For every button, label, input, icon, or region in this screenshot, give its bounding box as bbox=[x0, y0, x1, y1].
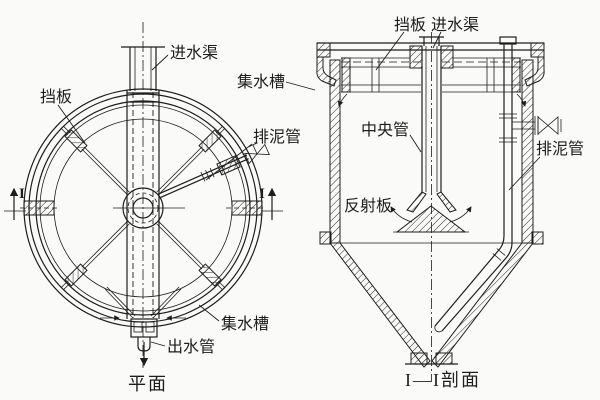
plan-label-outlet-pipe: 出水管 bbox=[167, 338, 215, 356]
section-left-wall bbox=[329, 59, 341, 244]
section-label-baffle: 挡板 bbox=[394, 16, 426, 34]
section-cone bbox=[319, 231, 544, 368]
section-baffle-right bbox=[511, 57, 521, 93]
section-trough-lattice bbox=[337, 57, 527, 107]
plan-baffle-segments bbox=[64, 129, 222, 287]
gate-valve-icon bbox=[537, 116, 562, 135]
plan-label-collection-trough: 集水槽 bbox=[221, 315, 269, 333]
section-label-inlet-channel: 进水渠 bbox=[431, 16, 479, 34]
flow-arrow-right-icon bbox=[449, 206, 472, 223]
plan-inlet-channel bbox=[121, 46, 165, 91]
plan-trough-convergence bbox=[100, 286, 186, 321]
plan-outlet bbox=[130, 318, 158, 367]
plan-section-cut-blocks bbox=[20, 200, 266, 216]
plan-caption: 平面 bbox=[128, 374, 168, 394]
section-central-pipe bbox=[406, 36, 457, 213]
section-label-sludge-pipe: 排泥管 bbox=[536, 140, 584, 158]
plan-label-sludge-pipe: 排泥管 bbox=[253, 128, 301, 146]
section-label-reflector-plate: 反射板 bbox=[344, 197, 392, 215]
plan-label-baffle: 挡板 bbox=[40, 88, 72, 106]
section-sludge-pipe bbox=[434, 36, 562, 333]
flow-arrow-left-icon bbox=[390, 206, 413, 223]
plan-spokes bbox=[60, 125, 226, 291]
plan-label-inlet-channel: 进水渠 bbox=[170, 44, 218, 62]
section-marker-right-label: I bbox=[259, 186, 265, 202]
section-view: 挡板 进水渠 集水槽 中央管 排泥管 反射板 I—I剖面 bbox=[237, 16, 584, 390]
overflow-arrow-right-icon bbox=[516, 93, 527, 107]
plan-sludge-pipe bbox=[157, 142, 270, 199]
section-label-collection-trough: 集水槽 bbox=[237, 73, 285, 91]
section-label-central-pipe: 中央管 bbox=[361, 121, 409, 139]
section-top-slab bbox=[316, 42, 545, 58]
plan-section-marker-right: I bbox=[259, 186, 283, 220]
section-right-wall bbox=[521, 59, 534, 244]
plan-view: I I 进水渠 挡板 排泥管 集水槽 出水管 平面 bbox=[4, 22, 301, 394]
section-caption: I—I剖面 bbox=[405, 370, 481, 390]
section-baffle-left bbox=[341, 57, 351, 93]
plan-central-channel bbox=[126, 90, 160, 319]
section-marker-left-label: I bbox=[19, 186, 25, 202]
plan-hub bbox=[113, 187, 185, 229]
overflow-arrow-left-icon bbox=[337, 93, 348, 107]
section-reflector-plate bbox=[390, 205, 472, 233]
plan-section-marker-left: I bbox=[4, 186, 26, 220]
